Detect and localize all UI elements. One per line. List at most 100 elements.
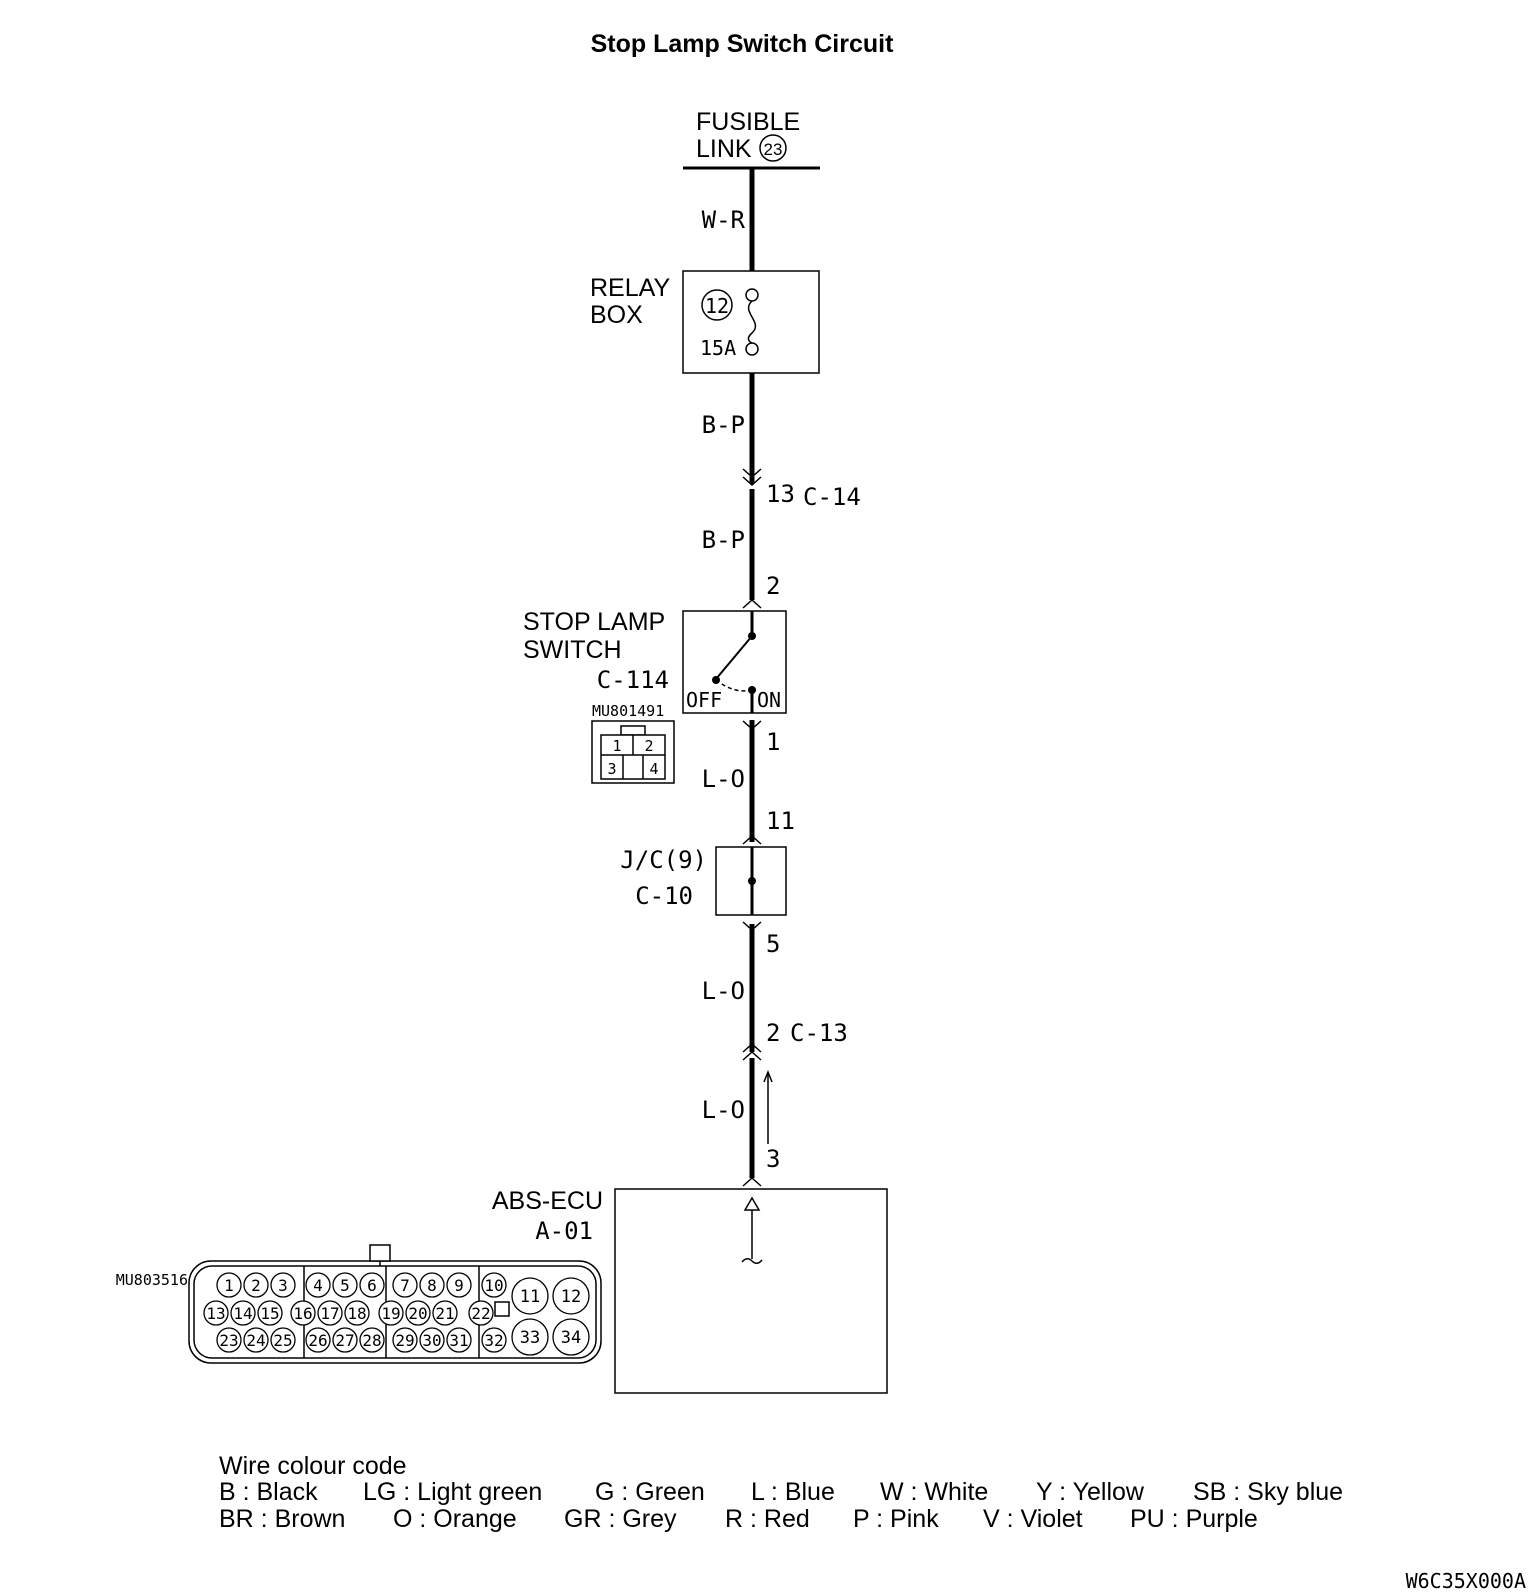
legend-item: V : Violet <box>983 1505 1083 1533</box>
ecu-pin-label: 10 <box>484 1276 503 1295</box>
ecu-pin-circle <box>332 1327 358 1353</box>
legend-item: Y : Yellow <box>1036 1478 1145 1506</box>
ecu-pin-circle <box>446 1272 472 1298</box>
ecu-pin-label: 15 <box>260 1304 279 1323</box>
c13-pin: 2 <box>766 1019 780 1047</box>
stop-lamp-switch: 2 STOP LAMP SWITCH C-114 OFF ON 1 MU8014… <box>523 572 787 784</box>
connector-c13: 2 C-13 <box>742 1019 848 1144</box>
ecu-pin-circle <box>216 1327 242 1353</box>
ecu-pin-circle-large <box>511 1277 549 1315</box>
ecu-pin-label: 31 <box>449 1331 468 1350</box>
figure-code: W6C35X000A <box>1406 1569 1526 1593</box>
ecu-pin-label: 25 <box>273 1331 292 1350</box>
ecu-pin-label: 26 <box>308 1331 327 1350</box>
ecu-pin-circle <box>305 1272 331 1298</box>
signal-arrow-head-icon <box>763 1069 773 1083</box>
ecu-pin-label: 13 <box>206 1304 225 1323</box>
ecu-pin-label: 17 <box>320 1304 339 1323</box>
jc-code: C-10 <box>635 882 693 910</box>
legend-item: P : Pink <box>853 1505 939 1533</box>
connector-c14: 13 C-14 <box>742 468 861 511</box>
ecu-pin-label: 7 <box>400 1276 410 1295</box>
ecu-pin-label: 24 <box>246 1331 265 1350</box>
ecu-pin-label: 28 <box>362 1331 381 1350</box>
ecu-pin-circle <box>270 1272 296 1298</box>
legend-item: GR : Grey <box>564 1505 677 1533</box>
legend-heading: Wire colour code <box>219 1452 407 1480</box>
ecu-pin-circle <box>317 1300 343 1326</box>
switch-label-2: SWITCH <box>523 636 622 664</box>
switch-off-label: OFF <box>686 688 722 712</box>
ecu-pin-circle <box>243 1272 269 1298</box>
ecu-pin-circle <box>432 1300 458 1326</box>
ecu-pin-circle <box>359 1272 385 1298</box>
ecu-part-number: MU803516 <box>116 1271 188 1289</box>
ecu-pin-label: 23 <box>219 1331 238 1350</box>
ecu-pin-label: 11 <box>520 1287 540 1307</box>
fusible-link-label-1: FUSIBLE <box>696 108 800 136</box>
switch-pin-out: 1 <box>766 728 780 756</box>
ecu-pin: 3 <box>766 1145 780 1173</box>
switch-code: C-114 <box>597 666 669 694</box>
connector-chevron-icon <box>742 720 762 731</box>
connector-chevron-icon <box>742 1042 762 1053</box>
connector-pin: 1 <box>612 737 621 755</box>
connector-chevron-icon <box>742 468 762 479</box>
ecu-pin-circle <box>392 1327 418 1353</box>
ecu-pin-circle-large <box>552 1318 590 1356</box>
switch-on-label: ON <box>757 688 781 712</box>
wire-color-label: B-P <box>702 526 745 554</box>
connector-chevron-icon <box>742 1176 762 1187</box>
ecu-pin-circle <box>378 1300 404 1326</box>
ecu-pin-circle <box>359 1327 385 1353</box>
ecu-pin-label: 20 <box>408 1304 427 1323</box>
ecu-pin-circle <box>481 1272 507 1298</box>
switch-lever-icon <box>715 635 753 680</box>
ecu-pin-label: 22 <box>471 1304 490 1323</box>
ecu-pin-circle <box>230 1300 256 1326</box>
ecu-pin-circle <box>405 1300 431 1326</box>
wire-color-label: W-R <box>702 206 746 234</box>
wire-color-label: L-O <box>702 765 745 793</box>
fuse-element-icon <box>747 300 757 344</box>
c14-name: C-14 <box>803 483 861 511</box>
ecu-pin-circle <box>344 1300 370 1326</box>
ecu-pin-label: 6 <box>367 1276 377 1295</box>
ecu-pin-circle <box>468 1300 494 1326</box>
ecu-pin-label: 2 <box>251 1276 261 1295</box>
connector-chevron-icon <box>742 921 762 932</box>
ecu-pin-circle <box>216 1272 242 1298</box>
legend-item: W : White <box>880 1478 988 1506</box>
junction-connector: 11 J/C(9) C-10 5 <box>620 807 795 958</box>
ecu-pin-circle <box>270 1327 296 1353</box>
connector-chevron-icon <box>742 598 762 609</box>
legend-item: SB : Sky blue <box>1193 1478 1343 1506</box>
legend-item: LG : Light green <box>363 1478 542 1506</box>
ecu-connector-key <box>494 1301 510 1317</box>
ecu-pin-circle <box>419 1327 445 1353</box>
ecu-label: ABS-ECU <box>492 1187 603 1215</box>
ecu-pin-label: 18 <box>347 1304 366 1323</box>
ecu-pin-circle <box>305 1327 331 1353</box>
legend-item: BR : Brown <box>219 1505 345 1533</box>
legend-item: L : Blue <box>751 1478 835 1506</box>
ecu-pin-circle <box>481 1327 507 1353</box>
legend-item: R : Red <box>725 1505 810 1533</box>
diagram-title: Stop Lamp Switch Circuit <box>591 30 894 58</box>
relay-box: RELAY BOX 12 15A <box>590 270 820 374</box>
ecu-pin-label: 14 <box>233 1304 252 1323</box>
fusible-link-number: 23 <box>764 140 783 159</box>
legend-item: O : Orange <box>393 1505 517 1533</box>
connector-pin: 2 <box>644 737 653 755</box>
wire-color-label: L-O <box>702 1096 745 1124</box>
jc-pin-in: 11 <box>766 807 795 835</box>
ecu-pin-circle <box>392 1272 418 1298</box>
fusible-link-label-2: LINK <box>696 135 752 163</box>
ecu-pin-label: 16 <box>293 1304 312 1323</box>
relay-box-outline <box>682 270 820 374</box>
ecu-pin-label: 1 <box>224 1276 234 1295</box>
jc-splice <box>748 877 756 885</box>
ecu-pin-label: 8 <box>427 1276 437 1295</box>
